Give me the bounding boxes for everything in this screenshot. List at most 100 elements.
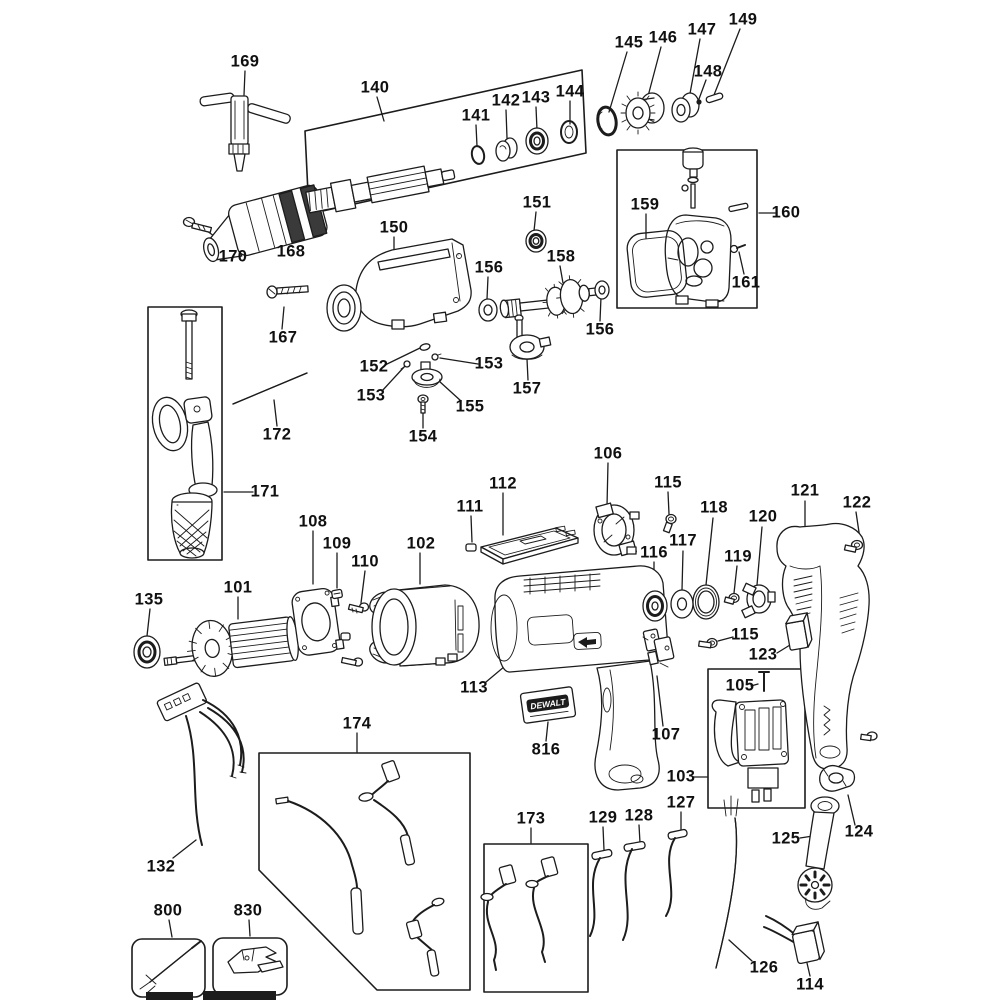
part-label-128: 128 (624, 806, 654, 825)
box-174 (258, 752, 471, 991)
part-label-107: 107 (651, 725, 681, 744)
part-label-123: 123 (748, 645, 778, 664)
part-167-screw (266, 285, 309, 299)
part-label-105: 105 (725, 676, 755, 695)
part-151-bearing (525, 229, 547, 253)
box-800 (131, 938, 206, 998)
part-label-155: 155 (455, 397, 485, 416)
part-label-159: 159 (630, 195, 660, 214)
part-label-101: 101 (223, 578, 253, 597)
part-label-129: 129 (588, 808, 618, 827)
part-label-103: 103 (666, 767, 696, 786)
cropped-black-bar (203, 991, 276, 1000)
part-label-141: 141 (461, 106, 491, 125)
part-label-145: 145 (614, 33, 644, 52)
part-129-lead-wire (589, 848, 613, 937)
part-128-lead-wire (622, 840, 646, 941)
brand-text: DEWALT (530, 696, 567, 711)
part-label-112: 112 (489, 474, 517, 493)
part-169-chuck-key (199, 92, 291, 172)
part-160-gearcase-assembly (664, 147, 749, 308)
box-173 (483, 843, 589, 993)
box-103 (707, 668, 806, 809)
part-159-gasket (626, 229, 688, 298)
part-label-135: 135 (134, 590, 164, 609)
part-830-bracket (227, 946, 284, 974)
part-127-lead-wire (665, 828, 688, 917)
part-114-capacitor (763, 915, 825, 965)
part-145-ring (596, 105, 618, 137)
part-label-102: 102 (406, 534, 436, 553)
part-102-field (369, 584, 480, 667)
part-135-bearing (133, 635, 161, 669)
part-label-170: 170 (218, 247, 248, 266)
part-label-147: 147 (687, 20, 717, 39)
part-label-119: 119 (724, 547, 752, 566)
part-label-109: 109 (322, 534, 352, 553)
part-label-158: 158 (546, 247, 576, 266)
part-label-174: 174 (342, 714, 372, 733)
part-113-housing (490, 565, 668, 791)
part-132-lead-assembly (156, 682, 247, 846)
part-label-152: 152 (359, 357, 389, 376)
part-174-lead-wires (275, 760, 445, 977)
box-171 (147, 306, 223, 561)
part-label-173: 173 (516, 809, 546, 828)
part-label-149: 149 (728, 10, 758, 29)
part-157-clutch-plate (509, 314, 552, 360)
part-153-pin-left (400, 360, 411, 370)
cropped-black-bar (146, 992, 193, 1000)
part-label-125: 125 (771, 829, 801, 848)
part-label-160: 160 (771, 203, 801, 222)
part-label-167: 167 (268, 328, 298, 347)
part-label-150: 150 (379, 218, 409, 237)
part-label-154: 154 (408, 427, 438, 446)
part-123-brush-cap (785, 612, 813, 651)
part-124-cord-clamp (819, 764, 856, 792)
part-117-washer (670, 589, 694, 619)
part-label-110: 110 (351, 552, 379, 571)
part-label-143: 143 (521, 88, 551, 107)
part-label-124: 124 (844, 822, 874, 841)
part-140-spindle (305, 165, 456, 214)
part-label-108: 108 (298, 512, 328, 531)
part-label-153-a: 153 (474, 354, 504, 373)
part-173-brush-leads (480, 856, 559, 971)
part-115-screw-lower (697, 637, 718, 649)
part-172-rod (232, 372, 308, 405)
part-110-screws (340, 602, 370, 667)
part-label-113: 113 (460, 678, 488, 697)
part-109-nut (331, 588, 343, 600)
part-label-144: 144 (555, 82, 585, 101)
part-156-ring-right (594, 280, 610, 300)
part-148-ball (696, 99, 702, 105)
part-144-retaining-ring (560, 120, 578, 144)
part-label-132: 132 (146, 857, 176, 876)
part-149-pin (705, 92, 724, 104)
part-label-115-b: 115 (731, 625, 759, 644)
screw-unlabeled-right (859, 731, 878, 742)
part-label-148: 148 (693, 62, 723, 81)
part-800-lubricant-tool (139, 940, 202, 994)
part-label-106: 106 (593, 444, 623, 463)
part-label-168: 168 (276, 242, 306, 261)
part-label-146: 146 (648, 28, 678, 47)
part-label-169: 169 (230, 52, 260, 71)
part-label-830: 830 (233, 901, 263, 920)
part-116-bearing (642, 590, 668, 622)
part-156-washer-left (478, 298, 498, 322)
part-118-ring (692, 584, 720, 620)
part-label-156-a: 156 (474, 258, 504, 277)
part-label-161: 161 (731, 273, 761, 292)
part-158-gear-shaft (499, 275, 601, 319)
part-label-157: 157 (512, 379, 542, 398)
part-label-172: 172 (262, 425, 292, 444)
part-126-cord (715, 795, 739, 969)
part-label-122: 122 (842, 493, 872, 512)
part-154-screw (417, 394, 429, 414)
part-label-111: 111 (456, 497, 484, 516)
part-label-116: 116 (640, 543, 668, 562)
part-label-121: 121 (790, 481, 820, 500)
